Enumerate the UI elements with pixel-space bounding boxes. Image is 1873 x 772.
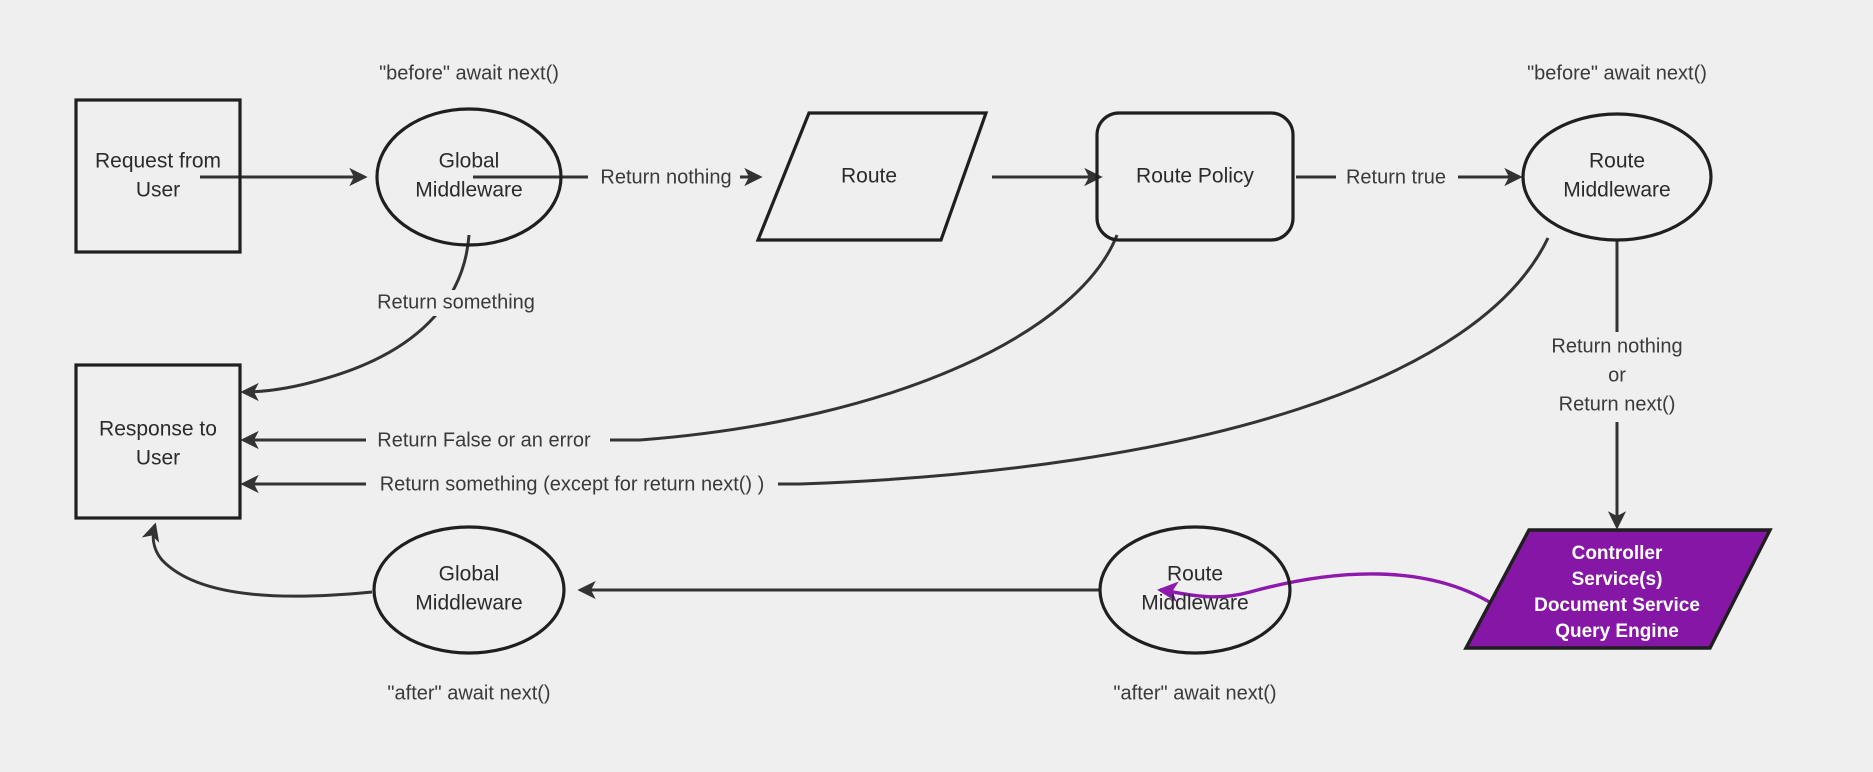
route-parallelogram	[755, 111, 989, 242]
edge-label-return-nothing-or-1: Return nothing	[1551, 335, 1682, 357]
global-middleware-top-label-line2: Middleware	[415, 179, 522, 202]
response-to-user-label-line1: Response to	[99, 418, 217, 441]
edge-global-middleware-bottom-to-response	[141, 522, 373, 598]
node-global-middleware-bottom[interactable]: Global Middleware	[372, 525, 566, 655]
request-from-user-label-line2: User	[136, 179, 180, 202]
label-bg-return-something	[363, 290, 543, 316]
route-middleware-bottom-label-line1: Route	[1167, 563, 1223, 586]
annotation-before-await-next-route: "before" await next()	[1527, 62, 1707, 84]
global-middleware-bottom-label-line1: Global	[439, 563, 500, 586]
route-middleware-bottom-label-line2: Middleware	[1141, 592, 1248, 615]
label-bg-return-nothing	[588, 164, 740, 190]
request-from-user-box	[74, 98, 242, 254]
controller-services-parallelogram	[1463, 528, 1773, 650]
controller-services-label-line3: Document Service	[1534, 595, 1700, 616]
node-controller-services[interactable]: Controller Service(s) Document Service Q…	[1463, 528, 1773, 650]
annotation-after-await-next-global: "after" await next()	[387, 682, 550, 704]
node-route-middleware-bottom[interactable]: Route Middleware	[1098, 525, 1292, 655]
global-middleware-bottom-ellipse	[372, 525, 566, 655]
controller-services-label-line1: Controller	[1572, 543, 1663, 564]
route-middleware-top-ellipse	[1521, 112, 1713, 242]
controller-services-label-line2: Service(s)	[1572, 569, 1663, 590]
route-middleware-top-label-line2: Middleware	[1563, 179, 1670, 202]
node-request-from-user[interactable]: Request from User	[74, 98, 242, 254]
edge-label-return-something-except: Return something (except for return next…	[380, 473, 765, 495]
edge-global-middleware-to-response	[240, 234, 471, 402]
edge-route-policy-to-response	[240, 234, 1119, 450]
edge-label-return-nothing: Return nothing	[600, 166, 731, 188]
label-bg-return-nothing-or-next	[1535, 332, 1699, 422]
global-middleware-bottom-label-line2: Middleware	[415, 592, 522, 615]
label-bg-return-true	[1336, 164, 1458, 190]
annotation-after-await-next-route: "after" await next()	[1113, 682, 1276, 704]
global-middleware-top-label-line1: Global	[439, 150, 500, 173]
edge-label-return-nothing-or-2: or	[1608, 364, 1626, 386]
edge-label-return-false-or-error: Return False or an error	[377, 429, 591, 451]
controller-services-label-line4: Query Engine	[1555, 621, 1679, 642]
edge-label-return-something: Return something	[377, 291, 535, 313]
label-bg-return-false-or-error	[366, 428, 610, 454]
response-to-user-box	[74, 363, 242, 520]
node-route-middleware-top[interactable]: Route Middleware	[1521, 112, 1713, 242]
node-route[interactable]: Route	[755, 111, 989, 242]
route-policy-label: Route Policy	[1136, 165, 1254, 188]
edge-route-middleware-to-response	[240, 237, 1550, 494]
node-global-middleware-top[interactable]: Global Middleware	[375, 107, 563, 247]
node-response-to-user[interactable]: Response to User	[74, 363, 242, 520]
response-to-user-label-line2: User	[136, 447, 180, 470]
route-middleware-top-label-line1: Route	[1589, 150, 1645, 173]
route-policy-box	[1095, 111, 1295, 242]
annotation-before-await-next-global: "before" await next()	[379, 62, 559, 84]
route-label: Route	[841, 165, 897, 188]
label-bg-return-something-except	[366, 472, 778, 498]
edge-label-return-true: Return true	[1346, 166, 1446, 188]
edge-controller-to-route-middleware-bottom	[1157, 572, 1503, 612]
node-route-policy[interactable]: Route Policy	[1095, 111, 1295, 242]
edge-label-return-nothing-or-3: Return next()	[1559, 393, 1676, 415]
global-middleware-top-ellipse	[375, 107, 563, 247]
route-middleware-bottom-ellipse	[1098, 525, 1292, 655]
request-from-user-label-line1: Request from	[95, 150, 221, 173]
